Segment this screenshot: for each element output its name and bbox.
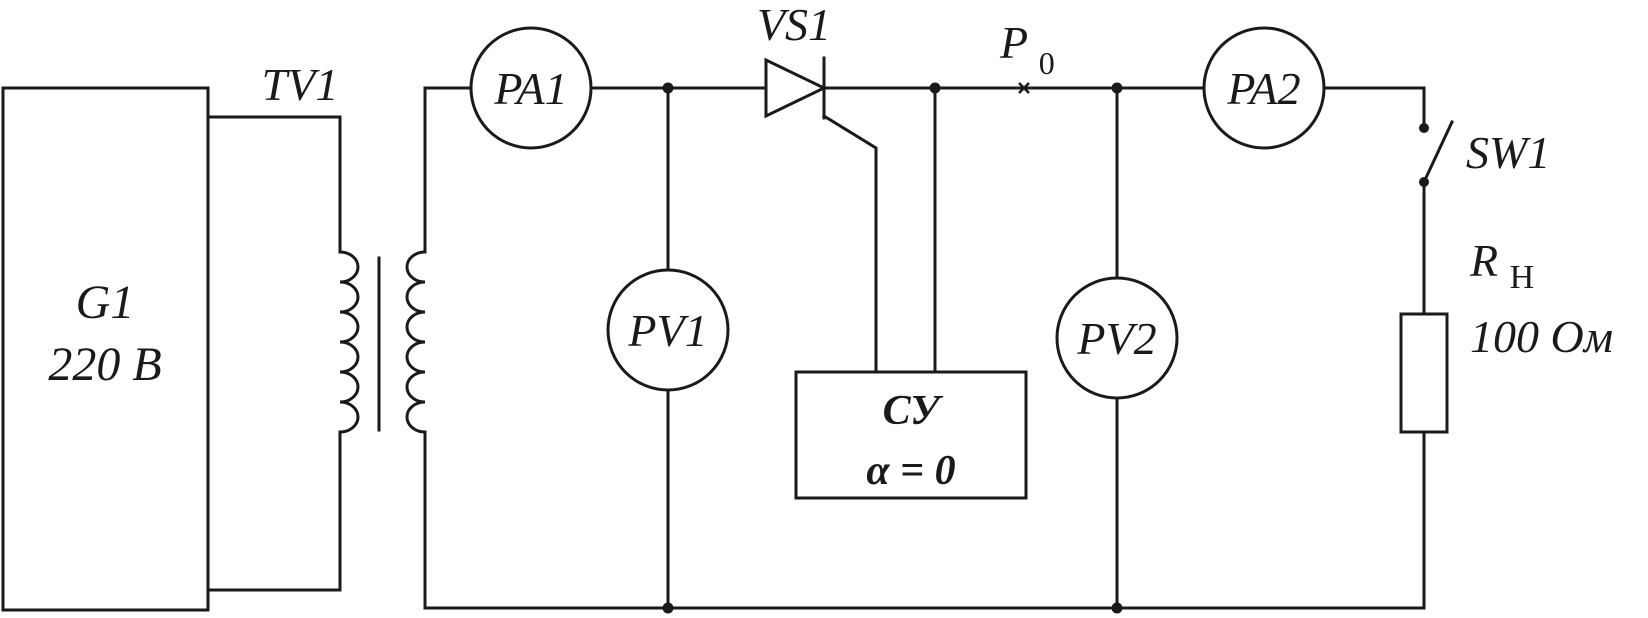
generator-voltage: 220 В: [48, 338, 161, 391]
load-resistor: R Н 100 Ом: [1399, 235, 1613, 434]
voltmeter-pv1: PV1: [606, 268, 730, 392]
control-unit: СУ α = 0: [794, 370, 1028, 500]
voltmeter-pv2: PV2: [1055, 276, 1179, 400]
primary-wire-bottom: [206, 430, 342, 592]
ammeter-pa2: PA2: [1202, 26, 1326, 150]
junction-dot: [929, 82, 941, 94]
gate-lead: [821, 113, 878, 374]
test-point-p0: P 0: [999, 17, 1055, 94]
junction-dot: [662, 82, 674, 94]
transformer-name: TV1: [262, 59, 339, 110]
generator-name: G1: [76, 276, 135, 329]
load-subscript: Н: [1510, 259, 1535, 296]
transformer-tv1: TV1: [262, 59, 427, 434]
thyristor-body: [764, 57, 828, 119]
switch-blade: [1422, 120, 1454, 184]
pv2-label: PV2: [1076, 313, 1156, 364]
junction-dot: [1111, 602, 1123, 614]
pa2-label: PA2: [1226, 63, 1300, 114]
switch-sw1: SW1: [1419, 120, 1550, 187]
top-wire-pa2-to-switch: [1324, 86, 1426, 128]
thyristor-vs1: VS1: [757, 0, 878, 374]
control-unit-setting: α = 0: [866, 448, 955, 494]
thyristor-label: VS1: [757, 0, 831, 50]
junction-dot: [1111, 82, 1123, 94]
load-value: 100 Ом: [1470, 311, 1613, 362]
switch-label: SW1: [1466, 127, 1550, 178]
test-point-letter: P: [999, 17, 1027, 68]
generator-g1: G1 220 В: [1, 86, 210, 612]
control-unit-name: СУ: [883, 388, 944, 434]
secondary-winding: [405, 250, 427, 434]
test-point-label: P 0: [999, 17, 1055, 81]
pv1-label: PV1: [627, 305, 707, 356]
ammeter-pa1: PA1: [469, 26, 593, 150]
primary-winding: [338, 250, 360, 434]
primary-wire-top: [206, 115, 342, 254]
secondary-wire-top: [423, 86, 472, 254]
test-point-subscript: 0: [1039, 45, 1055, 81]
load-letter: R: [1469, 235, 1498, 286]
junction-dot: [662, 602, 674, 614]
load-label: R Н: [1469, 235, 1534, 296]
pa1-label: PA1: [493, 63, 567, 114]
